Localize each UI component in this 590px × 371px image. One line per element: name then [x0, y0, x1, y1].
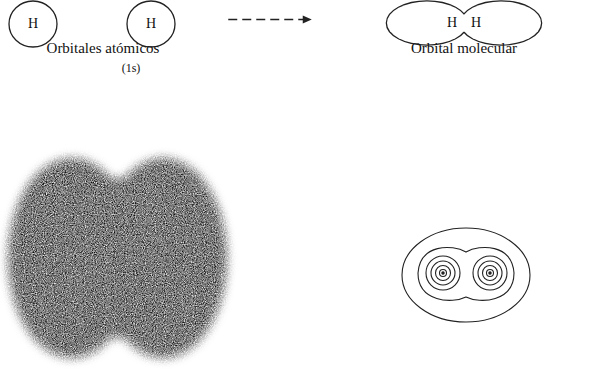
contour-plot	[395, 222, 540, 330]
arrow-head	[303, 16, 312, 24]
reaction-arrow	[228, 16, 312, 24]
molecular-orbital-outline	[385, 0, 543, 46]
caption-label: Orbitales atómicos	[47, 40, 160, 57]
caption-label: (1s)	[122, 62, 141, 75]
molecular-orbital: HH	[385, 0, 543, 46]
atom-symbol: H	[471, 16, 481, 30]
atom-symbol: H	[28, 17, 38, 31]
caption-label: Orbital molecular	[411, 40, 517, 57]
atom-symbol: H	[146, 17, 156, 31]
electron-cloud	[0, 140, 250, 371]
dashed-line	[228, 19, 310, 20]
atom-symbol: H	[447, 16, 457, 30]
